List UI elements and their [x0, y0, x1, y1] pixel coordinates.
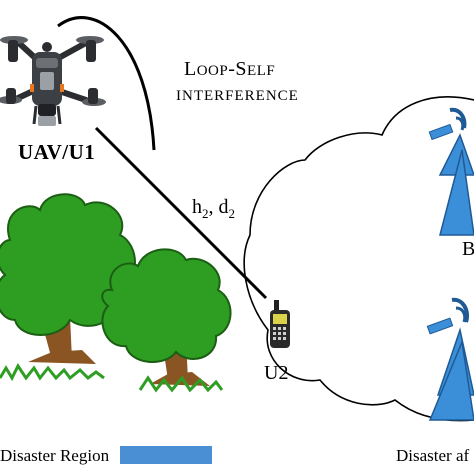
- uav-label: UAV/U1: [18, 140, 96, 164]
- uav-drone-icon: [0, 36, 106, 126]
- grass: [0, 363, 224, 393]
- disaster-cloud: [243, 96, 474, 422]
- interference-label: INTERFERENCE: [176, 88, 299, 104]
- loop-self-label: LOOP-SELF: [184, 58, 276, 80]
- disaster-region-legend-label: Disaster Region: [0, 446, 110, 465]
- u2-label: U2: [264, 362, 289, 384]
- tree-small: [101, 248, 232, 386]
- uav-u2-link: [94, 126, 268, 300]
- disaster-affected-legend-label: Disaster af: [396, 446, 470, 465]
- channel-label: h2, d2: [192, 196, 235, 221]
- legend-bar: [120, 446, 212, 464]
- base-station-label: B: [462, 238, 474, 260]
- u2-phone-icon: [270, 300, 290, 348]
- tree-large: [0, 193, 136, 364]
- loop-interference-arc: [57, 16, 156, 151]
- base-station-antenna-icon: [426, 297, 474, 421]
- base-station-antenna-icon: [428, 107, 474, 236]
